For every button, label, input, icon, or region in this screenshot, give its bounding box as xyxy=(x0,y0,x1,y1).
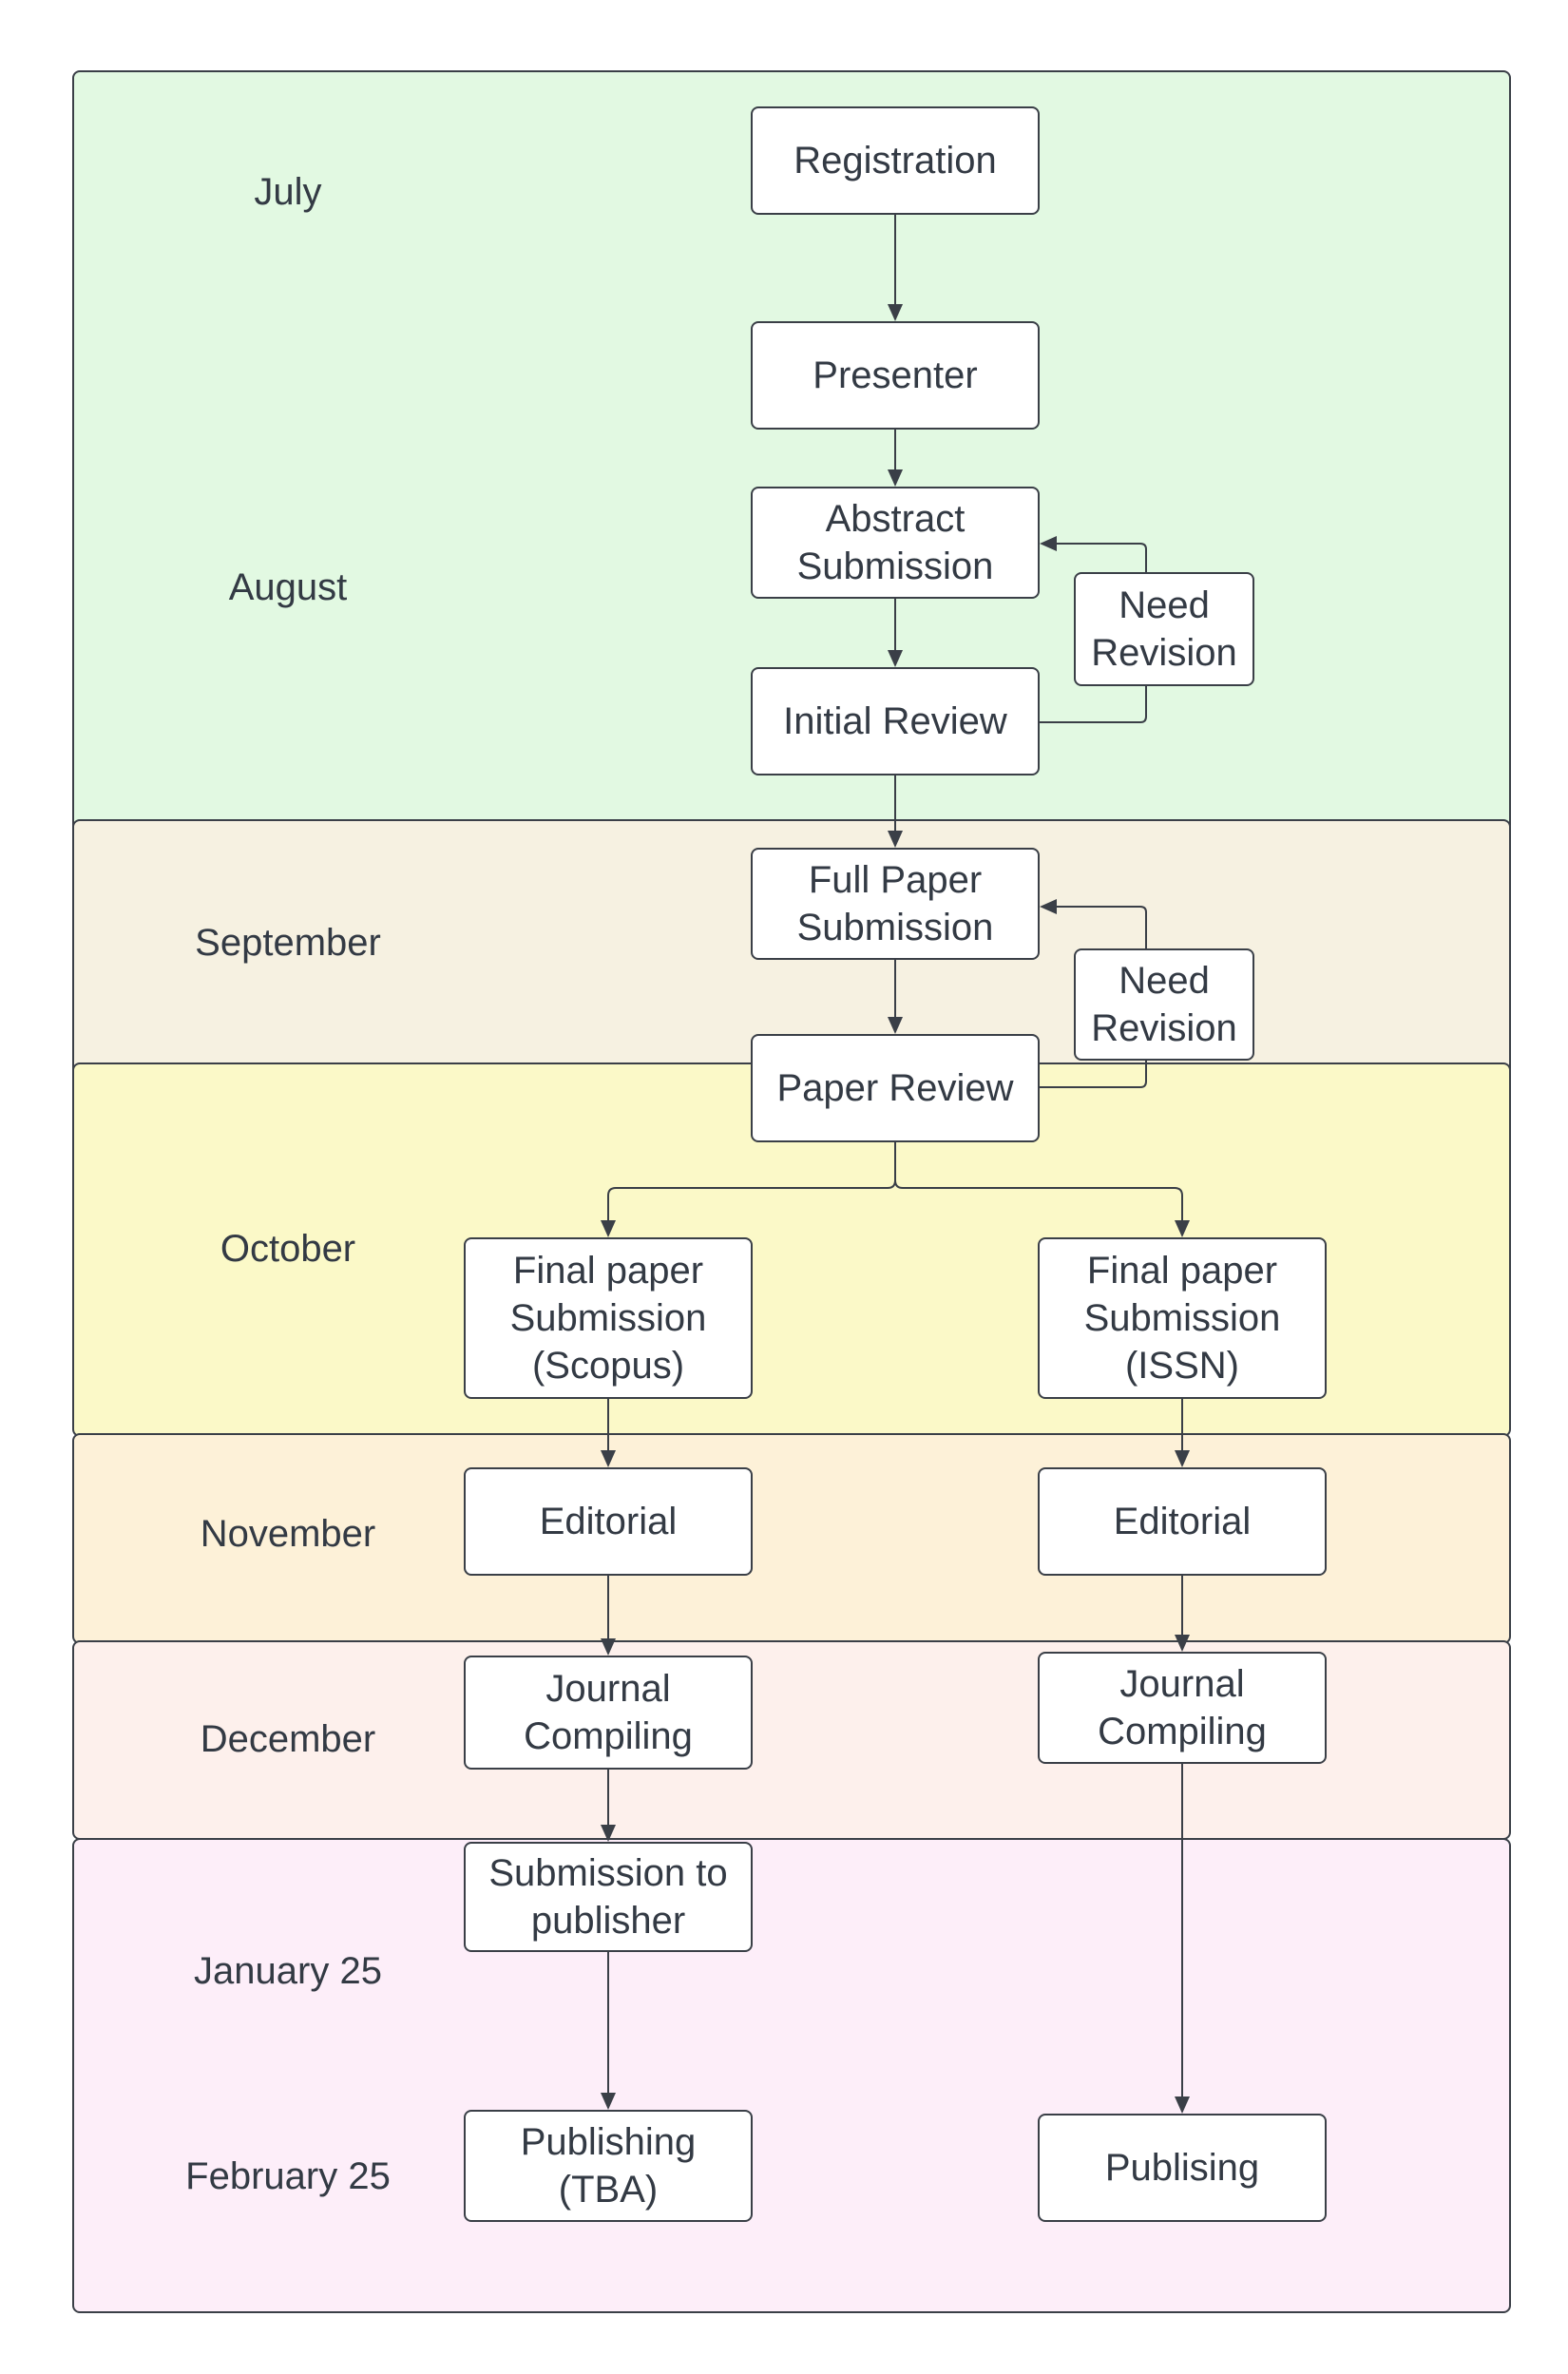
arrowhead xyxy=(1175,1635,1190,1652)
month-label-january: January 25 xyxy=(194,1950,382,1992)
month-label-september: September xyxy=(195,922,381,964)
month-label-august: August xyxy=(228,566,348,608)
node-final-paper-scopus: Final paper Submission (Scopus) xyxy=(464,1237,753,1399)
band-january-february xyxy=(72,1838,1511,2313)
arrowhead xyxy=(888,304,903,321)
node-publishing-tba: Publishing (TBA) xyxy=(464,2110,753,2222)
node-initial-review: Initial Review xyxy=(751,667,1040,775)
node-editorial-issn: Editorial xyxy=(1038,1467,1327,1576)
arrowhead xyxy=(1175,1220,1190,1237)
edge-needrevision-abstract xyxy=(1042,543,1147,572)
arrowhead xyxy=(601,1450,616,1467)
node-paper-review: Paper Review xyxy=(751,1034,1040,1142)
arrowhead xyxy=(601,1825,616,1842)
node-publising: Publising xyxy=(1038,2114,1327,2222)
month-label-october: October xyxy=(220,1228,356,1270)
edge-initial-needrevision xyxy=(1040,686,1147,723)
arrowhead xyxy=(601,2093,616,2110)
edge-needrevision-fullpaper xyxy=(1042,906,1147,948)
arrowhead xyxy=(888,469,903,487)
arrowhead xyxy=(1175,2096,1190,2114)
node-journal-compiling-issn: Journal Compiling xyxy=(1038,1652,1327,1764)
edge-paperreview-split xyxy=(607,1142,896,1235)
node-need-revision-paper: Need Revision xyxy=(1074,948,1254,1061)
node-submission-to-publisher: Submission to publisher xyxy=(464,1842,753,1952)
node-need-revision-abstract: Need Revision xyxy=(1074,572,1254,686)
node-editorial-scopus: Editorial xyxy=(464,1467,753,1576)
arrowhead xyxy=(601,1220,616,1237)
arrowhead xyxy=(1175,1450,1190,1467)
arrowhead xyxy=(888,1017,903,1034)
month-label-july: July xyxy=(254,171,322,213)
edge-paperreview-needrevision xyxy=(1040,1061,1147,1088)
month-label-december: December xyxy=(200,1718,376,1760)
node-abstract-submission: Abstract Submission xyxy=(751,487,1040,599)
node-presenter: Presenter xyxy=(751,321,1040,430)
edge-paperreview-split-right xyxy=(894,1179,1183,1235)
arrowhead xyxy=(888,831,903,848)
arrowhead xyxy=(1040,536,1057,551)
month-label-february: February 25 xyxy=(185,2155,391,2197)
node-full-paper-submission: Full Paper Submission xyxy=(751,848,1040,960)
arrowhead xyxy=(601,1638,616,1656)
node-registration: Registration xyxy=(751,106,1040,215)
month-label-november: November xyxy=(200,1513,376,1555)
arrowhead xyxy=(888,650,903,667)
node-final-paper-issn: Final paper Submission (ISSN) xyxy=(1038,1237,1327,1399)
arrowhead xyxy=(1040,899,1057,914)
node-journal-compiling-scopus: Journal Compiling xyxy=(464,1656,753,1770)
